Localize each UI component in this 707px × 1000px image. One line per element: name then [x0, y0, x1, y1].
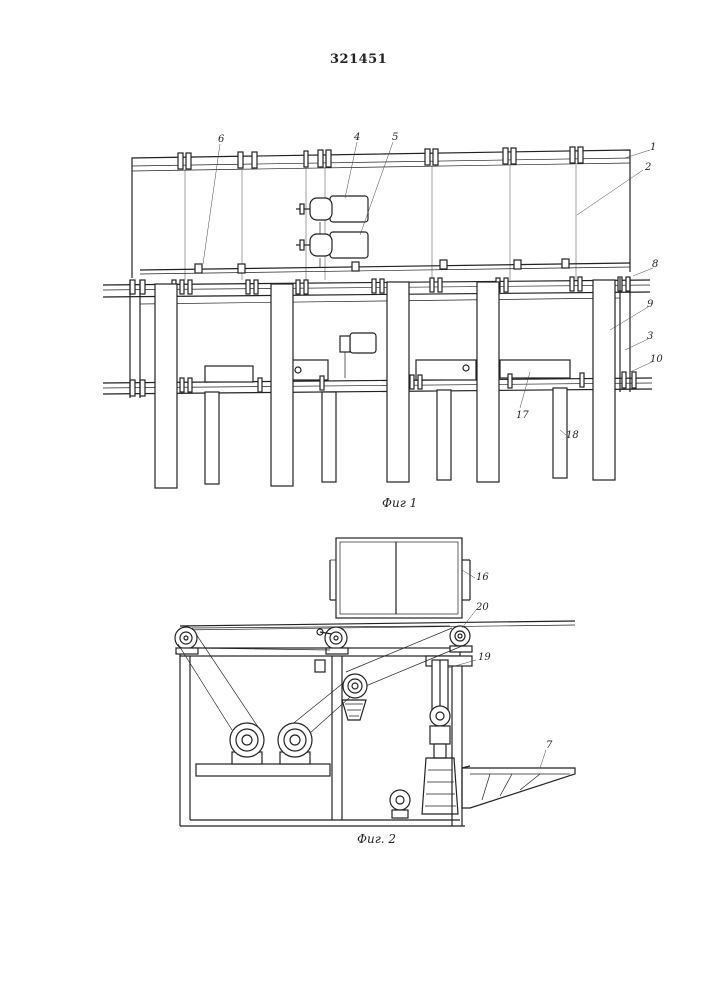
fig2-label-19: 19: [478, 652, 491, 663]
fig1-top-couplings: [178, 147, 583, 169]
fig1-label-4: 4: [354, 132, 360, 143]
fig2-small-motor: [390, 790, 410, 818]
fig1-label-1: 1: [650, 142, 656, 153]
fig1-label-9: 9: [647, 299, 653, 310]
fig1-label-3: 3: [647, 331, 653, 342]
fig1-motors: [296, 196, 368, 268]
fig1-label-6: 6: [218, 134, 224, 145]
fig1-label-2: 2: [645, 162, 651, 173]
fig2-bar-stock: [180, 621, 575, 626]
figure-2-drawing: [175, 538, 575, 826]
fig1-caption: Фиг 1: [382, 496, 417, 510]
fig1-label-8: 8: [652, 259, 658, 270]
fig1-label-5: 5: [392, 132, 398, 143]
fig2-main-frame: [180, 648, 472, 826]
fig1-label-17: 17: [516, 410, 529, 421]
fig1-label-18: 18: [566, 430, 579, 441]
fig2-hopper: [330, 538, 470, 618]
fig2-discharge-table: [462, 766, 575, 808]
fig1-support-posts: [130, 278, 630, 488]
fig2-label-7: 7: [546, 740, 552, 751]
fig2-caption: Фиг. 2: [357, 832, 396, 846]
fig2-label-20: 20: [476, 602, 489, 613]
fig2-label-16: 16: [476, 572, 489, 583]
fig2-chains: [178, 626, 462, 742]
fig1-top-frame: [132, 150, 630, 278]
fig1-label-10: 10: [650, 354, 663, 365]
fig1-upper-sprockets: [130, 277, 630, 294]
fig1-center-drive: [340, 333, 376, 378]
fig1-lower-beam: [103, 360, 652, 396]
